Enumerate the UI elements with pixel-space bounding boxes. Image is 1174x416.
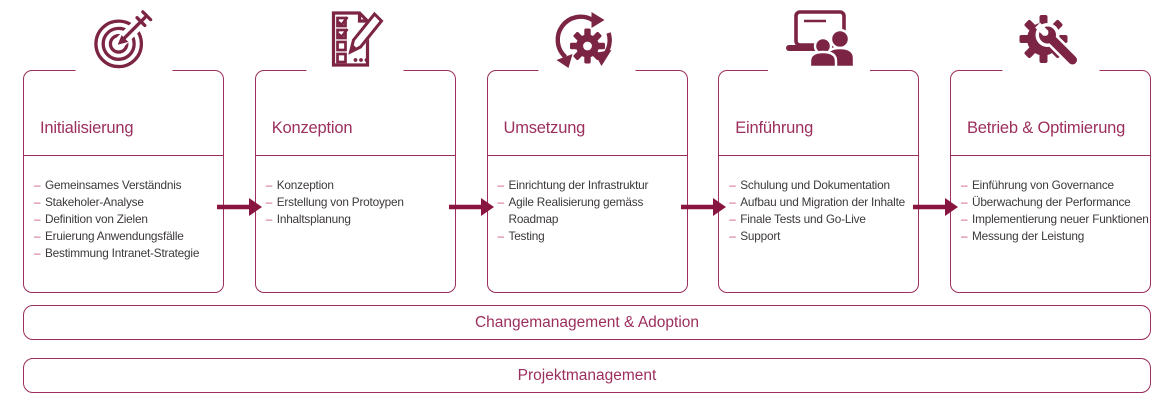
arrow-slot xyxy=(449,70,495,293)
phase-card-betrieb-optimierung: Betrieb & Optimierung –Einführung von Go… xyxy=(950,9,1151,293)
list-item: –Einrichtung der Infrastruktur xyxy=(497,178,649,192)
bullet-dash: – xyxy=(729,178,736,192)
list-item: –Erstellung von Protoypen xyxy=(265,195,404,209)
list-item: –Implementierung neuer Funktionen xyxy=(961,212,1149,226)
band-label: Projektmanagement xyxy=(517,366,657,384)
phase-card-initialisierung: Initialisierung –Gemeinsames Verständnis… xyxy=(23,9,224,293)
card-divider xyxy=(24,155,223,156)
bullet-dash: – xyxy=(729,195,736,209)
card-divider xyxy=(487,155,687,156)
band-projektmanagement: Projektmanagement xyxy=(23,358,1151,393)
list-item: –Inhaltsplanung xyxy=(265,212,351,226)
list-item: –Messung der Leistung xyxy=(961,229,1085,243)
bullet-dash: – xyxy=(497,178,505,192)
phase-item-list: –Einrichtung der Infrastruktur –Agile Re… xyxy=(488,177,687,245)
bullet-dash: – xyxy=(34,195,41,209)
phase-title: Einführung xyxy=(735,119,814,137)
bullet-dash: – xyxy=(34,246,41,260)
phase-title: Betrieb & Optimierung xyxy=(967,119,1126,137)
list-item: –Support xyxy=(729,229,781,243)
band-changemanagement-adoption: Changemanagement & Adoption xyxy=(23,305,1151,340)
agile-cycle-icon xyxy=(538,9,636,80)
arrow-right-icon xyxy=(912,198,958,216)
bullet-dash: – xyxy=(265,178,273,192)
list-item: –Überwachung der Performance xyxy=(961,195,1131,209)
phase-item-list: –Gemeinsames Verständnis –Stakeholer-Ana… xyxy=(24,177,223,262)
phases-row: Initialisierung –Gemeinsames Verständnis… xyxy=(23,9,1151,293)
phase-item-list: –Konzeption –Erstellung von Protoypen –I… xyxy=(256,177,455,228)
list-item: –Definition von Zielen xyxy=(34,212,148,226)
bullet-dash: – xyxy=(729,229,736,243)
list-item: –Agile Realisierung gemäss Roadmap xyxy=(497,195,644,226)
phase-item-list: –Schulung und Dokumentation –Aufbau und … xyxy=(719,177,918,245)
bullet-dash: – xyxy=(34,212,41,226)
list-item: –Einführung von Governance xyxy=(961,178,1114,192)
bullet-dash: – xyxy=(729,212,736,226)
phase-item-list: –Einführung von Governance –Überwachung … xyxy=(951,177,1150,245)
card-divider xyxy=(255,155,455,156)
card-divider xyxy=(951,155,1150,156)
bullet-dash: – xyxy=(497,195,505,209)
bullet-dash: – xyxy=(961,195,968,209)
list-item: –Aufbau und Migration der Inhalte xyxy=(729,195,906,209)
bullet-dash: – xyxy=(961,178,968,192)
phase-title: Initialisierung xyxy=(40,119,134,137)
list-item: –Stakeholer-Analyse xyxy=(34,195,144,209)
bullet-dash: – xyxy=(961,212,968,226)
arrow-slot xyxy=(217,70,263,293)
list-item: –Finale Tests und Go-Live xyxy=(729,212,866,226)
arrow-right-icon xyxy=(217,198,263,216)
bullet-dash: – xyxy=(34,178,41,192)
phase-card-einfuehrung: Einführung –Schulung und Dokumentation –… xyxy=(718,9,920,293)
band-label: Changemanagement & Adoption xyxy=(474,313,700,331)
list-item: –Konzeption xyxy=(265,178,334,192)
phase-card-konzeption: Konzeption –Konzeption –Erstellung von P… xyxy=(254,9,456,293)
list-item: –Bestimmung Intranet-Strategie xyxy=(34,246,200,260)
checklist-pencil-icon xyxy=(306,9,404,80)
phase-title: Umsetzung xyxy=(503,119,586,137)
list-item: –Eruierung Anwendungsfälle xyxy=(34,229,184,243)
arrow-right-icon xyxy=(680,198,726,216)
bullet-dash: – xyxy=(265,212,273,226)
training-people-icon xyxy=(767,9,870,80)
card-divider xyxy=(719,155,919,156)
list-item: –Gemeinsames Verständnis xyxy=(34,178,182,192)
arrow-slot xyxy=(912,70,958,293)
arrow-right-icon xyxy=(449,198,495,216)
bullet-dash: – xyxy=(497,229,505,243)
bullet-dash: – xyxy=(265,195,273,209)
phase-card-umsetzung: Umsetzung –Einrichtung der Infrastruktur… xyxy=(486,9,688,293)
phase-title: Konzeption xyxy=(271,119,353,137)
arrow-slot xyxy=(680,70,726,293)
bullet-dash: – xyxy=(34,229,41,243)
gear-wrench-icon xyxy=(1002,9,1099,80)
list-item: –Schulung und Dokumentation xyxy=(729,178,890,192)
target-icon xyxy=(75,9,172,80)
list-item: –Testing xyxy=(497,229,545,243)
bullet-dash: – xyxy=(961,229,968,243)
